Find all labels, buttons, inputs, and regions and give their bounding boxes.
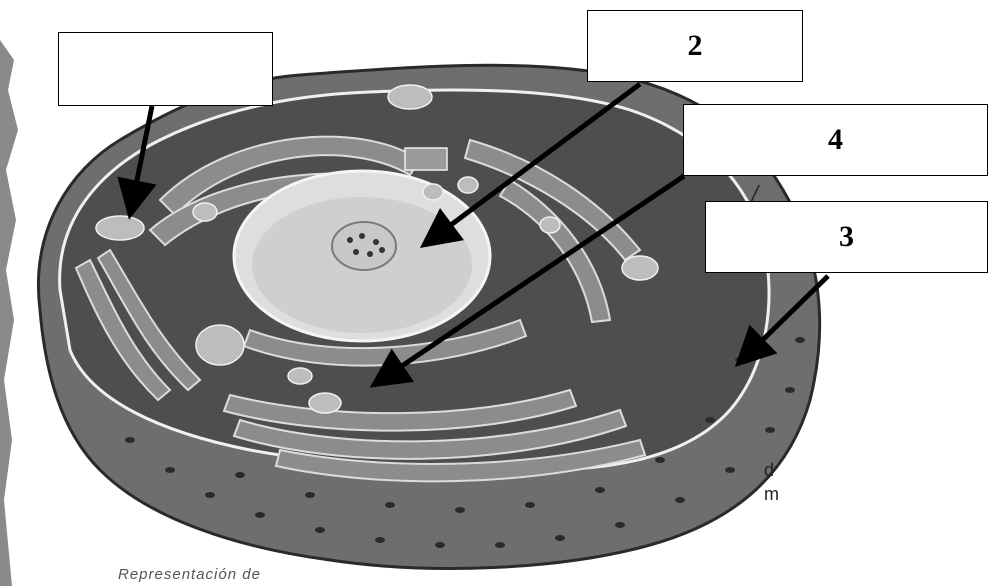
label-box-2[interactable]: 2: [587, 10, 803, 82]
nucleolus: [332, 222, 396, 270]
golgi-patch: [405, 148, 447, 170]
label-box-1[interactable]: [58, 32, 273, 106]
torn-paper-edge: [0, 40, 18, 586]
figure-caption: Representación de: [118, 566, 261, 583]
text-fragment-d: d: [764, 460, 774, 481]
label-box-3[interactable]: 3: [705, 201, 988, 273]
text-fragment-m: m: [764, 484, 779, 505]
label-box-4[interactable]: 4: [683, 104, 988, 176]
